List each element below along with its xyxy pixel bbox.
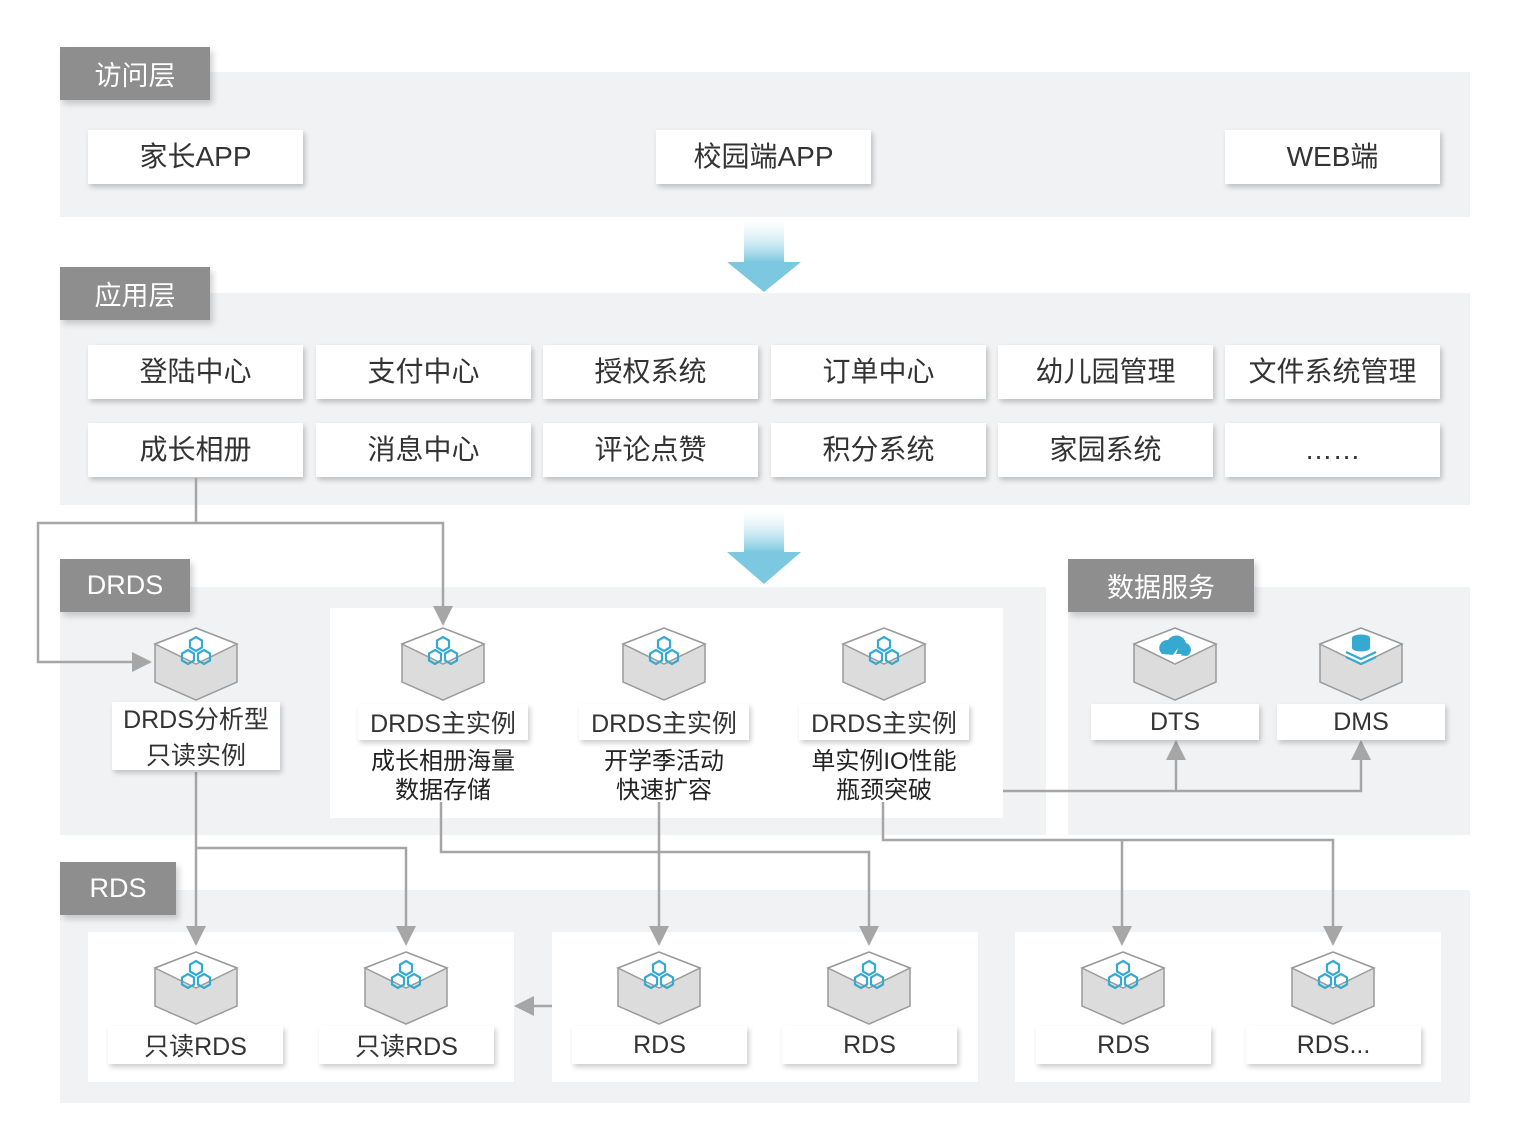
drds-main-1-desc-line1: 成长相册海量 [371, 748, 515, 775]
rds-5-icon [1080, 951, 1166, 1025]
rds-layer-tag: RDS [60, 862, 176, 915]
drds-main-3-label: DRDS主实例 [799, 704, 969, 740]
app-item-login[interactable]: 登陆中心 [88, 345, 303, 399]
app-item-order[interactable]: 订单中心 [771, 345, 986, 399]
rds-5-label: RDS [1036, 1026, 1211, 1064]
rds-4-icon [826, 951, 912, 1025]
drds-main-2-label: DRDS主实例 [579, 704, 749, 740]
drds-readonly-label-line2: 只读实例 [145, 742, 246, 770]
drds-main-1-desc-line2: 数据存储 [395, 776, 491, 804]
app-item-album[interactable]: 成长相册 [88, 423, 303, 477]
dms-label: DMS [1277, 704, 1445, 740]
app-item-comment[interactable]: 评论点赞 [543, 423, 758, 477]
dts-cloud-icon [1132, 627, 1218, 701]
rds-3-label: RDS [572, 1026, 747, 1064]
app-item-payment[interactable]: 支付中心 [316, 345, 531, 399]
drds-main-2-icon [621, 627, 707, 701]
app-layer-tag: 应用层 [60, 267, 210, 320]
access-item-parent-app[interactable]: 家长APP [88, 130, 303, 184]
app-item-filesystem[interactable]: 文件系统管理 [1225, 345, 1440, 399]
readonly-rds-1-label: 只读RDS [108, 1026, 283, 1064]
access-item-web[interactable]: WEB端 [1225, 130, 1440, 184]
readonly-rds-2-label: 只读RDS [319, 1026, 494, 1064]
access-layer-tag: 访问层 [60, 47, 210, 100]
flow-arrow-1 [727, 218, 801, 292]
app-item-points[interactable]: 积分系统 [771, 423, 986, 477]
drds-main-1-label: DRDS主实例 [358, 704, 528, 740]
data-service-tag: 数据服务 [1068, 559, 1254, 612]
drds-main-1-icon [400, 627, 486, 701]
rds-3-icon [616, 951, 702, 1025]
drds-main-2-desc-line1: 开学季活动 [604, 748, 724, 775]
drds-layer-tag: DRDS [60, 559, 190, 612]
drds-main-1-desc: 成长相册海量 数据存储 [343, 748, 543, 806]
drds-readonly-node-icon [153, 627, 239, 701]
app-item-home-school[interactable]: 家园系统 [998, 423, 1213, 477]
app-item-auth[interactable]: 授权系统 [543, 345, 758, 399]
flow-arrow-2 [727, 508, 801, 584]
rds-6-icon [1290, 951, 1376, 1025]
readonly-rds-2-icon [363, 951, 449, 1025]
drds-main-2-desc: 开学季活动 快速扩容 [564, 748, 764, 806]
drds-main-3-desc: 单实例IO性能 瓶颈突破 [784, 748, 984, 806]
rds-4-label: RDS [782, 1026, 957, 1064]
rds-6-label: RDS... [1246, 1026, 1421, 1064]
readonly-rds-1-icon [153, 951, 239, 1025]
drds-readonly-label: DRDS分析型 只读实例 [112, 702, 280, 770]
dms-database-icon [1318, 627, 1404, 701]
access-item-campus-app[interactable]: 校园端APP [656, 130, 871, 184]
app-item-kindergarten[interactable]: 幼儿园管理 [998, 345, 1213, 399]
drds-main-2-desc-line2: 快速扩容 [616, 776, 712, 804]
drds-main-3-desc-line2: 瓶颈突破 [836, 776, 932, 804]
app-item-more[interactable]: …… [1225, 423, 1440, 477]
dts-label: DTS [1091, 704, 1259, 740]
app-item-message[interactable]: 消息中心 [316, 423, 531, 477]
drds-main-3-desc-line1: 单实例IO性能 [811, 748, 957, 775]
drds-readonly-label-line1: DRDS分析型 [123, 706, 269, 734]
drds-main-3-icon [841, 627, 927, 701]
